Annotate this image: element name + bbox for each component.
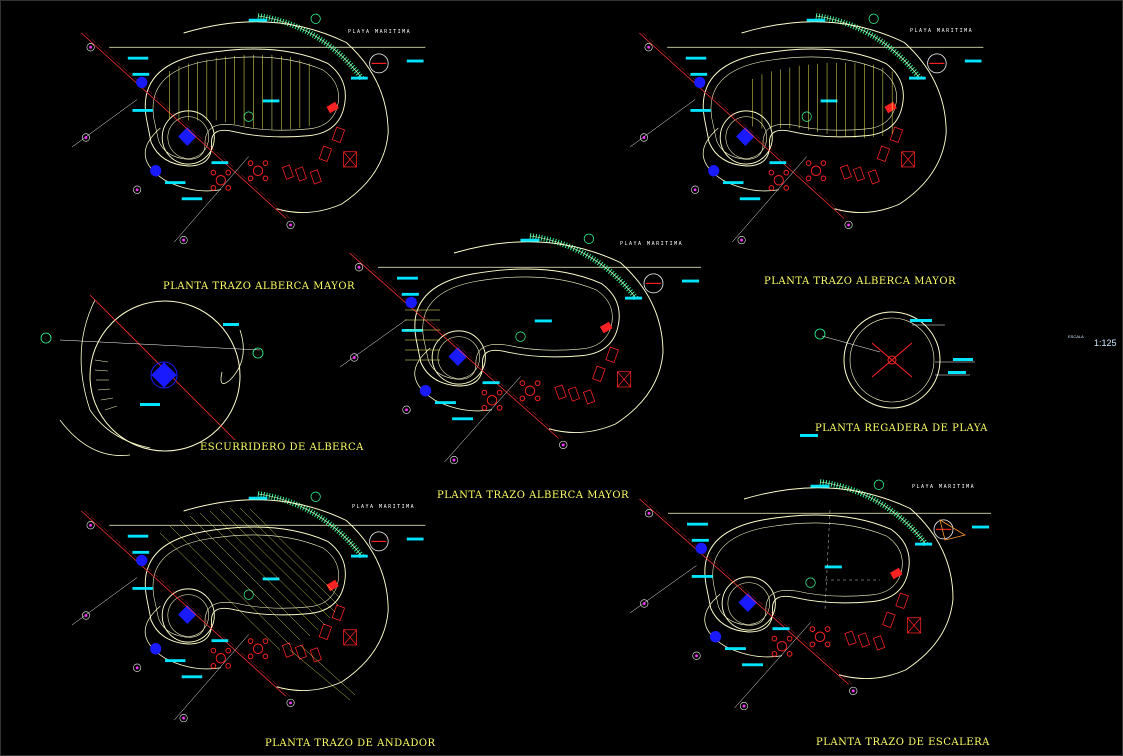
plan-title: PLANTA TRAZO DE ANDADOR (265, 738, 436, 749)
detail-title: PLANTA REGADERA DE PLAYA (815, 423, 988, 434)
scale-value: 1:125 (1094, 338, 1117, 348)
plan-title: PLANTA TRAZO ALBERCA MAYOR (163, 281, 355, 292)
plan-title: PLANTA TRAZO ALBERCA MAYOR (437, 490, 629, 501)
detail-shower: PLANTA REGADERA DE PLAYA (800, 311, 988, 437)
detail-title: ESCURRIDERO DE ALBERCA (200, 442, 364, 453)
plan-2: PLAYA MARITIMA PLANTA TRAZO ALBERCA MAYO… (630, 14, 983, 287)
plan-title: PLANTA TRAZO ALBERCA MAYOR (764, 276, 956, 287)
sea-label: PLAYA MARITIMA (352, 504, 415, 510)
plan-4: PLAYA MARITIMA PLANTA TRAZO DE ANDADOR (72, 492, 436, 749)
sea-label: PLAYA MARITIMA (910, 28, 973, 34)
scale-label: ESCALA (1068, 334, 1084, 339)
plan-3: PLAYA MARITIMA PLANTA TRAZO ALBERCA MAYO… (340, 234, 701, 501)
detail-drain: ESCURRIDERO DE ALBERCA (40, 294, 364, 456)
plan-5: PLAYA MARITIMA PLANTA TRAZO DE ESCALERA (630, 480, 991, 748)
sea-label: PLAYA MARITIMA (620, 241, 683, 247)
scale-legend: ESCALA 1:125 (1068, 334, 1117, 348)
sea-label: PLAYA MARITIMA (348, 29, 411, 35)
plan-title: PLANTA TRAZO DE ESCALERA (816, 737, 990, 748)
plan-1: PLAYA MARITIMA PLANTA TRAZO ALBERCA MAYO… (72, 14, 425, 292)
sea-label: PLAYA MARITIMA (912, 484, 975, 490)
